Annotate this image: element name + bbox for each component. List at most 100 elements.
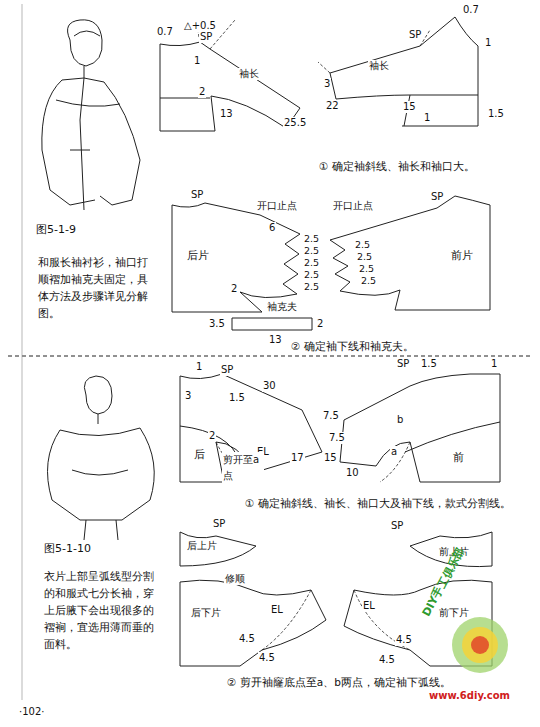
- pattern-line: [62, 78, 104, 82]
- label-text: 2: [230, 283, 238, 295]
- label-text: 15: [323, 452, 338, 464]
- label-text: 1: [423, 112, 431, 124]
- pattern-line: [232, 318, 312, 330]
- label-text: 后片: [186, 250, 210, 263]
- label-text: 剪开至a点: [222, 452, 264, 483]
- pattern-line: [56, 100, 120, 106]
- pattern-line: [74, 31, 100, 36]
- pattern-line: [160, 44, 215, 131]
- label-text: 13: [219, 108, 234, 120]
- label-text: 开口止点: [332, 201, 374, 212]
- label-text: 1: [484, 37, 492, 49]
- label-text: 4.5: [238, 633, 256, 645]
- guide-line: [262, 590, 311, 650]
- label-text: 6: [268, 222, 276, 234]
- pattern-line: [122, 428, 154, 520]
- label-text: 17: [290, 452, 305, 464]
- watermark-logo: [452, 617, 508, 673]
- label-text: 后: [193, 449, 206, 462]
- label-text: 30: [262, 380, 277, 392]
- label-text: 1: [490, 358, 498, 370]
- pattern-line: [330, 240, 350, 291]
- label-text: 10: [345, 467, 360, 479]
- pattern-line: [80, 78, 84, 210]
- label-text: 3: [184, 390, 192, 402]
- pattern-line: [340, 374, 500, 482]
- label-text: 图5-1-9: [35, 224, 77, 237]
- label-text: EL: [270, 604, 284, 616]
- pattern-line: [340, 290, 400, 310]
- pattern-line: [283, 234, 300, 294]
- label-text: 袖长: [238, 68, 260, 80]
- pattern-line: [160, 98, 210, 99]
- logo-core: [462, 627, 498, 663]
- pattern-line: [240, 292, 297, 312]
- label-text: 3: [323, 78, 331, 90]
- label-text: 1.5: [228, 392, 246, 404]
- label-text: 1.5: [487, 108, 505, 120]
- label-text: 4.5: [395, 634, 413, 646]
- label-text: www.6diy.com: [428, 690, 511, 702]
- label-text: 13: [268, 334, 283, 346]
- pattern-line: [330, 196, 455, 240]
- label-text: SP: [396, 358, 410, 370]
- pattern-line: [410, 95, 478, 96]
- pattern-line: [180, 580, 326, 666]
- label-text: 22: [325, 100, 340, 112]
- label-text: 2.5: [303, 282, 320, 293]
- pattern-line: [455, 196, 490, 205]
- label-text: 开口止点: [256, 201, 298, 212]
- label-text: 1: [193, 55, 201, 67]
- logo-ring: [452, 617, 508, 673]
- pattern-line: [180, 374, 322, 482]
- label-text: 袖长: [368, 60, 390, 72]
- label-text: 2.5: [303, 246, 320, 257]
- pattern-line: [104, 82, 140, 200]
- label-text: SP: [190, 189, 204, 201]
- pattern-line: [172, 205, 262, 312]
- pattern-line: [402, 46, 478, 126]
- label-text: 25.5: [283, 117, 307, 129]
- label-text: SP: [220, 364, 234, 376]
- label-text: 2.5: [303, 270, 320, 281]
- label-text: 后下片: [190, 607, 222, 619]
- label-text: 2.5: [356, 252, 373, 263]
- logo-center: [471, 636, 489, 654]
- label-text: 2.5: [303, 234, 320, 245]
- pattern-line: [116, 520, 118, 540]
- label-text: ① 确定袖斜线、袖长和袖口大。: [318, 160, 476, 172]
- pattern-line: [172, 203, 205, 207]
- label-text: 衣片上部呈弧线型分割的和服式七分长袖，穿上后腋下会出现很多的褶裥，宜选用薄而垂的…: [43, 568, 157, 653]
- label-text: EL: [362, 600, 376, 612]
- pattern-line: [180, 532, 256, 566]
- label-text: 2.5: [358, 264, 375, 275]
- pattern-line: [50, 190, 95, 205]
- guide-line: [380, 442, 410, 482]
- label-text: b: [396, 414, 404, 426]
- pattern-line: [100, 196, 132, 205]
- pattern-line: [395, 205, 490, 310]
- pattern-line: [455, 17, 478, 46]
- label-text: 和服长袖衬衫，袖口打顺褶加袖克夫固定，具体方法及步骤详见分解图。: [37, 254, 151, 322]
- label-text: ② 剪开袖窿底点至a、b两点，确定袖下弧线。: [226, 676, 452, 688]
- label-text: 0.7: [462, 4, 480, 16]
- label-text: 7.5: [328, 432, 346, 444]
- label-text: SP: [199, 31, 213, 43]
- label-text: 2.5: [354, 240, 371, 251]
- separator-line: [8, 356, 532, 357]
- label-text: 4.5: [258, 652, 276, 664]
- label-text: 图5-1-10: [43, 543, 92, 556]
- label-text: 1: [195, 361, 203, 373]
- pattern-line: [84, 520, 86, 540]
- guide-lines: [196, 20, 430, 650]
- pattern-line: [42, 80, 62, 190]
- pattern-line: [68, 20, 103, 66]
- pattern-line: [420, 17, 455, 46]
- pattern-line: [60, 428, 140, 436]
- label-text: △+0.5: [183, 20, 217, 32]
- label-text: 7.5: [322, 410, 340, 422]
- label-text: 15: [402, 101, 417, 113]
- pattern-line: [336, 95, 410, 126]
- label-text: SP: [212, 518, 226, 530]
- label-text: 4.5: [378, 654, 396, 666]
